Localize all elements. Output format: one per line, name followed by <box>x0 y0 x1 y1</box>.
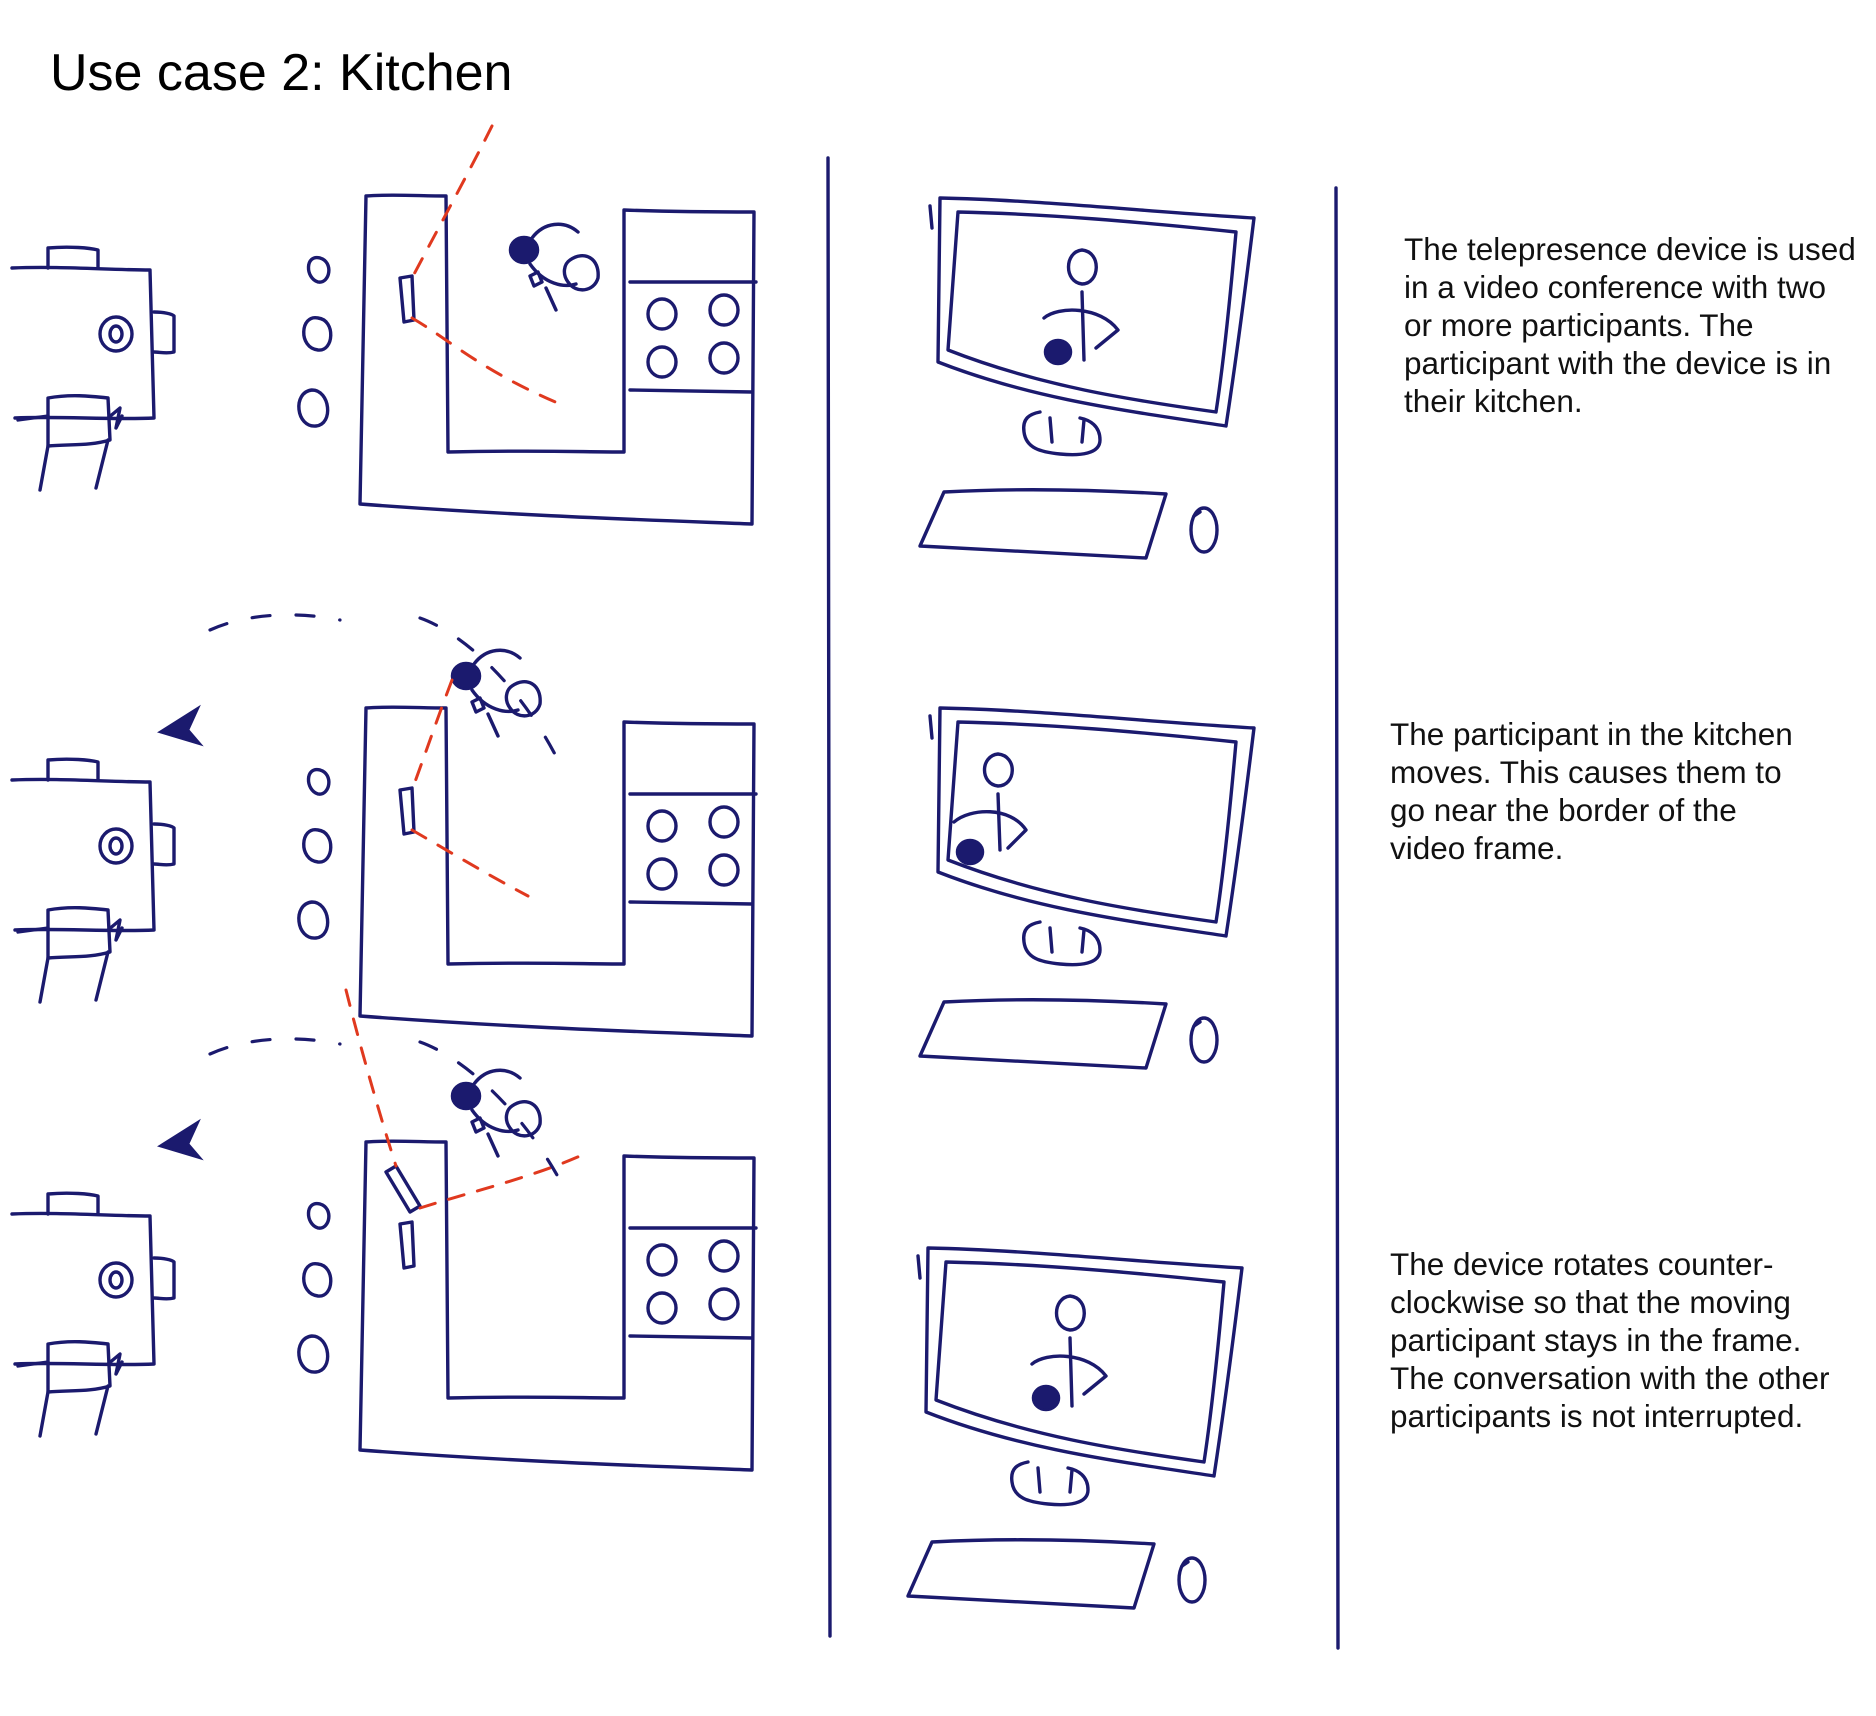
monitor-icon <box>918 706 1256 1070</box>
caption-step-2: The participant in the kitchen moves. Th… <box>1390 715 1860 867</box>
dining-table-icon <box>10 1191 176 1438</box>
panel-3-floorplan <box>10 988 758 1472</box>
caption-line: The conversation with the other <box>1390 1360 1830 1396</box>
person-head-shadow <box>955 838 985 866</box>
telepresence-device-icon <box>384 1164 422 1214</box>
dining-table-icon <box>10 757 176 1004</box>
person-topdown-icon <box>450 1068 542 1158</box>
caption-line: participant with the device is in <box>1404 345 1832 381</box>
dining-table-icon <box>10 245 176 492</box>
movement-arrow-icon <box>157 1118 204 1161</box>
movement-arrow-icon <box>157 704 204 747</box>
panel-1-floorplan <box>10 124 758 526</box>
page-title: Use case 2: Kitchen <box>50 44 513 102</box>
movement-path <box>208 613 564 770</box>
camera-view-cone <box>344 988 582 1210</box>
camera-view-cone <box>410 678 530 898</box>
movement-path <box>208 1037 564 1186</box>
caption-step-3: The device rotates counter- clockwise so… <box>1390 1245 1870 1435</box>
person-figure-icon <box>952 752 1028 852</box>
caption-line: in a video conference with two <box>1404 269 1826 305</box>
caption-step-1: The telepresence device is used in a vid… <box>1404 230 1874 420</box>
caption-line: or more participants. The <box>1404 307 1754 343</box>
caption-line: clockwise so that the moving <box>1390 1284 1791 1320</box>
person-topdown-icon <box>450 648 542 738</box>
panel-2-monitor <box>918 706 1256 1070</box>
person-head-shadow <box>1031 1384 1061 1412</box>
kitchen-counter-icon <box>297 705 758 1038</box>
caption-line: go near the border of the <box>1390 792 1737 828</box>
camera-view-cone <box>410 124 562 406</box>
person-figure-icon <box>1030 1294 1108 1408</box>
caption-line: their kitchen. <box>1404 383 1583 419</box>
separator-right <box>1334 186 1340 1650</box>
panel-1-monitor <box>918 196 1256 560</box>
panel-2-floorplan <box>10 613 758 1038</box>
caption-line: The telepresence device is used <box>1404 231 1856 267</box>
caption-line: moves. This causes them to <box>1390 754 1782 790</box>
person-figure-icon <box>1042 248 1120 362</box>
person-topdown-icon <box>508 222 600 312</box>
caption-line: The participant in the kitchen <box>1390 716 1793 752</box>
caption-line: participant stays in the frame. <box>1390 1322 1802 1358</box>
caption-line: The device rotates counter- <box>1390 1246 1774 1282</box>
kitchen-counter-icon <box>297 1139 758 1472</box>
panel-3-monitor <box>906 1246 1244 1610</box>
caption-line: video frame. <box>1390 830 1564 866</box>
caption-line: participants is not interrupted. <box>1390 1398 1804 1434</box>
monitor-icon <box>906 1246 1244 1610</box>
person-head-shadow <box>1043 338 1073 366</box>
separator-left <box>826 156 832 1638</box>
